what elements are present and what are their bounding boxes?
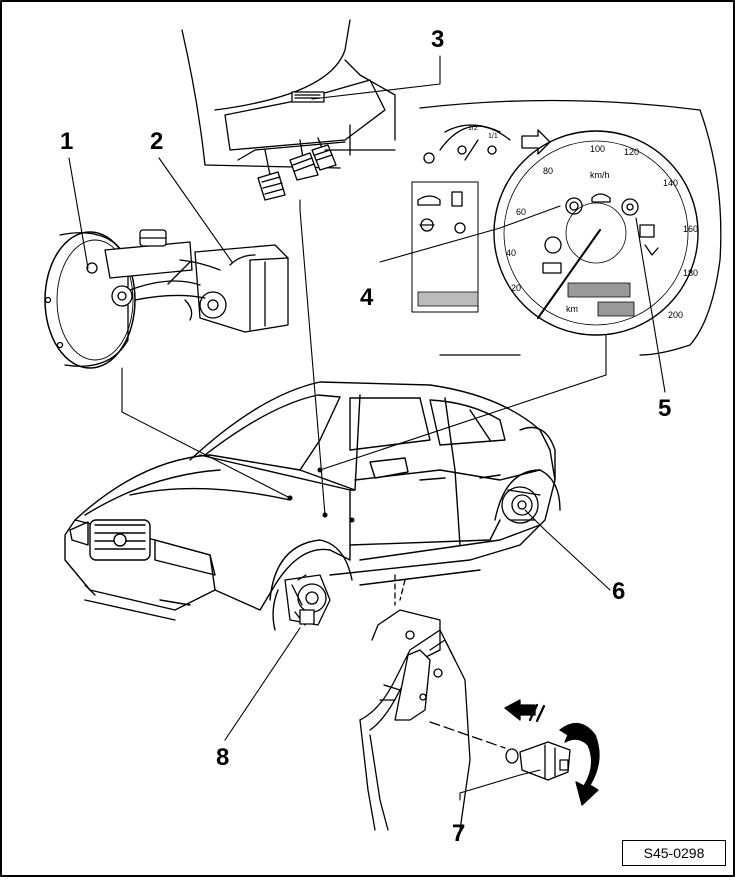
handbrake-switch-detail bbox=[359, 574, 600, 831]
instrument-cluster: 20 40 60 80 100 120 140 160 180 200 km/h… bbox=[411, 99, 722, 356]
speed-unit: km/h bbox=[590, 170, 610, 180]
callout-6: 6 bbox=[612, 578, 626, 605]
speed-tick-200: 200 bbox=[668, 310, 683, 320]
leader-pedal-to-car bbox=[299, 199, 326, 516]
speed-tick-140: 140 bbox=[663, 178, 678, 188]
leader-7 bbox=[459, 769, 541, 801]
leader-lines bbox=[68, 55, 666, 801]
brake-light-switch-mount bbox=[291, 91, 325, 103]
speed-tick-100: 100 bbox=[590, 144, 605, 154]
car-body bbox=[64, 381, 561, 631]
leader-endpoints bbox=[287, 467, 355, 523]
leader-6 bbox=[524, 509, 611, 591]
fuel-half-mark: 1/2 bbox=[468, 125, 478, 132]
front-wheel-brake bbox=[284, 574, 331, 626]
odometer-display bbox=[597, 301, 635, 317]
odometer-unit: km bbox=[566, 304, 578, 314]
speed-tick-20: 20 bbox=[511, 283, 521, 293]
callout-1: 1 bbox=[60, 128, 74, 155]
pedal-assembly bbox=[181, 19, 396, 201]
trip-display bbox=[567, 282, 631, 298]
warning-lamp-strip bbox=[417, 291, 479, 307]
speedometer-dial bbox=[493, 130, 699, 336]
speed-tick-160: 160 bbox=[683, 224, 698, 234]
leader-servo-to-car bbox=[121, 367, 291, 499]
brake-servo-abs-unit bbox=[44, 229, 289, 369]
speed-tick-120: 120 bbox=[624, 147, 639, 157]
leader-5 bbox=[635, 217, 666, 393]
leader-2 bbox=[158, 157, 233, 263]
speed-tick-180: 180 bbox=[683, 268, 698, 278]
callout-8: 8 bbox=[216, 744, 230, 771]
fuel-full-mark: 1/1 bbox=[488, 133, 498, 140]
callout-7: 7 bbox=[452, 820, 466, 847]
callout-5: 5 bbox=[658, 395, 672, 422]
leader-cluster-to-car bbox=[319, 334, 607, 471]
leader-3 bbox=[311, 55, 441, 100]
callout-2: 2 bbox=[150, 128, 164, 155]
leader-8 bbox=[224, 627, 301, 741]
speed-tick-40: 40 bbox=[506, 248, 516, 258]
leader-1 bbox=[68, 157, 89, 269]
leader-4 bbox=[379, 205, 561, 263]
speed-tick-80: 80 bbox=[543, 166, 553, 176]
rear-wheel-brake bbox=[501, 486, 541, 524]
callout-3: 3 bbox=[431, 26, 445, 53]
speed-tick-60: 60 bbox=[516, 207, 526, 217]
callout-4: 4 bbox=[360, 284, 374, 311]
figure-reference-code: S45-0298 bbox=[622, 840, 726, 866]
